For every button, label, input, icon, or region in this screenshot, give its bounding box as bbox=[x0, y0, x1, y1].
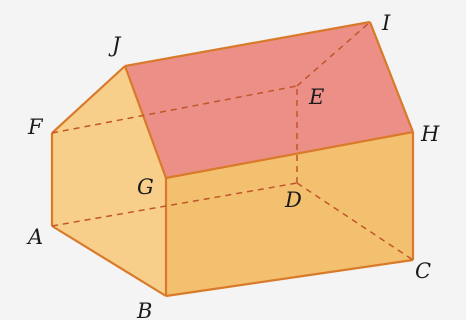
vertex-label-H: H bbox=[420, 122, 440, 146]
edge-DC bbox=[296, 182, 414, 261]
vertex-label-G: G bbox=[137, 175, 154, 199]
edge-AB bbox=[51, 225, 167, 297]
vertex-label-E: E bbox=[308, 85, 324, 109]
vertex-label-D: D bbox=[284, 188, 302, 212]
vertex-label-F: F bbox=[27, 115, 44, 139]
visible-edges bbox=[50, 20, 415, 298]
edge-AD bbox=[51, 182, 298, 227]
edge-IH bbox=[368, 21, 415, 133]
edge-JI bbox=[124, 20, 371, 68]
vertex-label-C: C bbox=[415, 259, 431, 283]
vertex-label-J: J bbox=[108, 33, 122, 57]
vertex-label-B: B bbox=[136, 299, 152, 320]
edge-JG bbox=[123, 65, 168, 179]
hidden-edges bbox=[51, 21, 414, 261]
vertex-label-I: I bbox=[381, 11, 391, 35]
edge-FE bbox=[51, 85, 298, 134]
gable-face bbox=[52, 66, 166, 296]
vertex-label-A: A bbox=[26, 225, 43, 249]
front-wall-face bbox=[166, 132, 413, 296]
edge-BC bbox=[165, 258, 414, 298]
edge-EI bbox=[296, 21, 371, 87]
roof-face bbox=[125, 22, 413, 178]
edge-HG bbox=[165, 130, 414, 180]
edge-FJ bbox=[51, 65, 126, 134]
